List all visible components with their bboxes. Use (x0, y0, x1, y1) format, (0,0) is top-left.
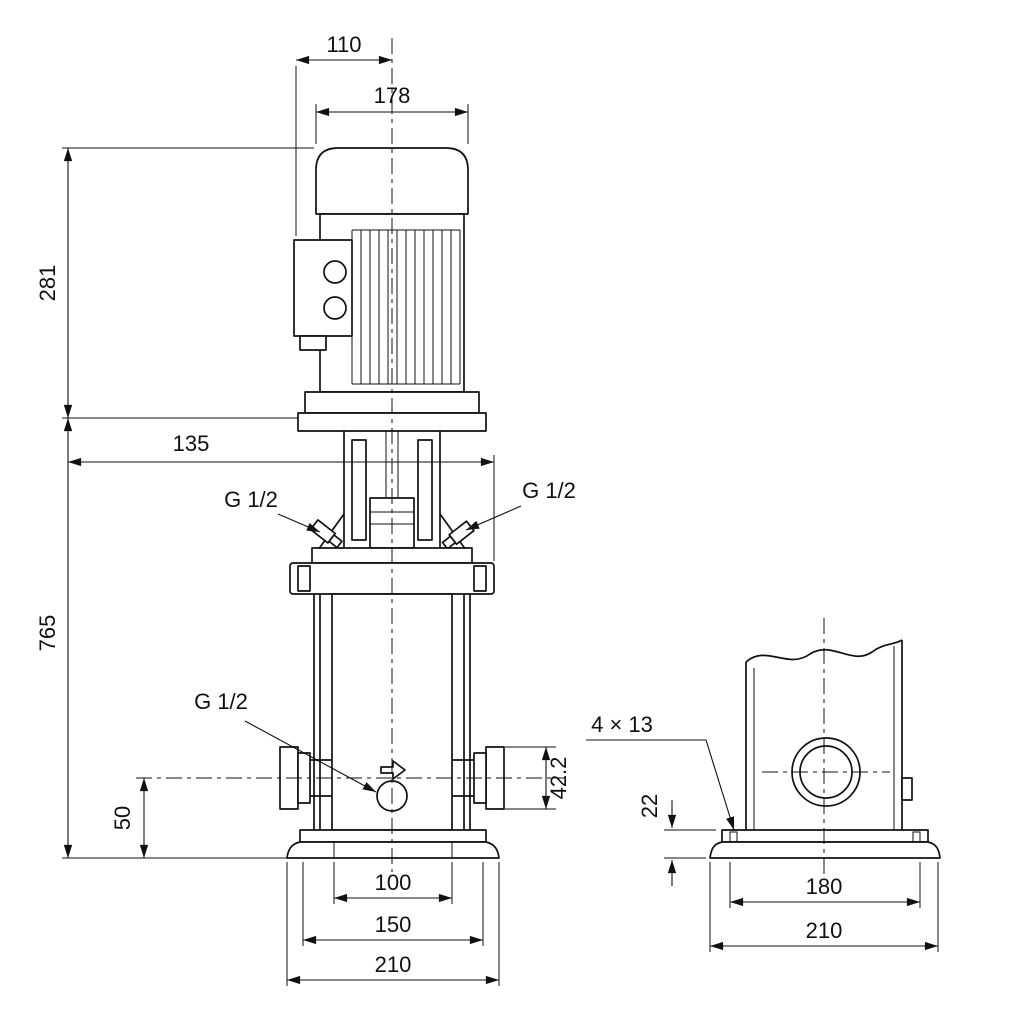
leader-bolt-holes (586, 739, 735, 831)
centerlines (136, 38, 890, 874)
dim-label-150: 150 (375, 912, 412, 937)
dim-label-100: 100 (375, 870, 412, 895)
base-plate (299, 829, 487, 843)
leader-drain (244, 720, 377, 793)
vent-plug-right (441, 520, 475, 550)
dim-label-210-side: 210 (806, 918, 843, 943)
bolt-slot (729, 831, 738, 843)
leader-vent-right (465, 505, 522, 531)
coupling-guard-window (351, 439, 367, 541)
label-bolt-holes: 4 × 13 (591, 712, 653, 737)
dim-label-50: 50 (110, 806, 135, 830)
break-line (745, 639, 903, 663)
bolt-slot (912, 831, 921, 843)
port-label-vent-left: G 1/2 (224, 487, 278, 512)
dimension-lines (62, 55, 939, 986)
vent-plug-left (309, 519, 343, 549)
dim-label-765: 765 (35, 615, 60, 652)
flow-arrow-icon (380, 760, 406, 780)
dim-label-180: 180 (806, 874, 843, 899)
coupling-guard-window (417, 439, 433, 541)
leader-vent-left (277, 513, 321, 533)
side-view (709, 639, 941, 859)
dim-label-281: 281 (35, 265, 60, 302)
cable-entry-hole (323, 296, 347, 320)
dimension-labels: 110 178 281 765 135 G 1/2 G 1/2 G 1/2 50… (35, 32, 842, 977)
dim-label-42-2: 42.2 (546, 757, 571, 800)
dim-label-110: 110 (326, 32, 361, 57)
dim-label-135: 135 (173, 431, 210, 456)
port-label-drain: G 1/2 (194, 689, 248, 714)
terminal-box (293, 239, 353, 337)
dim-label-178: 178 (374, 83, 411, 108)
dim-label-22: 22 (637, 794, 662, 818)
port-label-vent-right: G 1/2 (522, 478, 576, 503)
base-plate-side (721, 829, 929, 843)
dim-label-210-front: 210 (375, 952, 412, 977)
cable-entry-hole (323, 260, 347, 284)
